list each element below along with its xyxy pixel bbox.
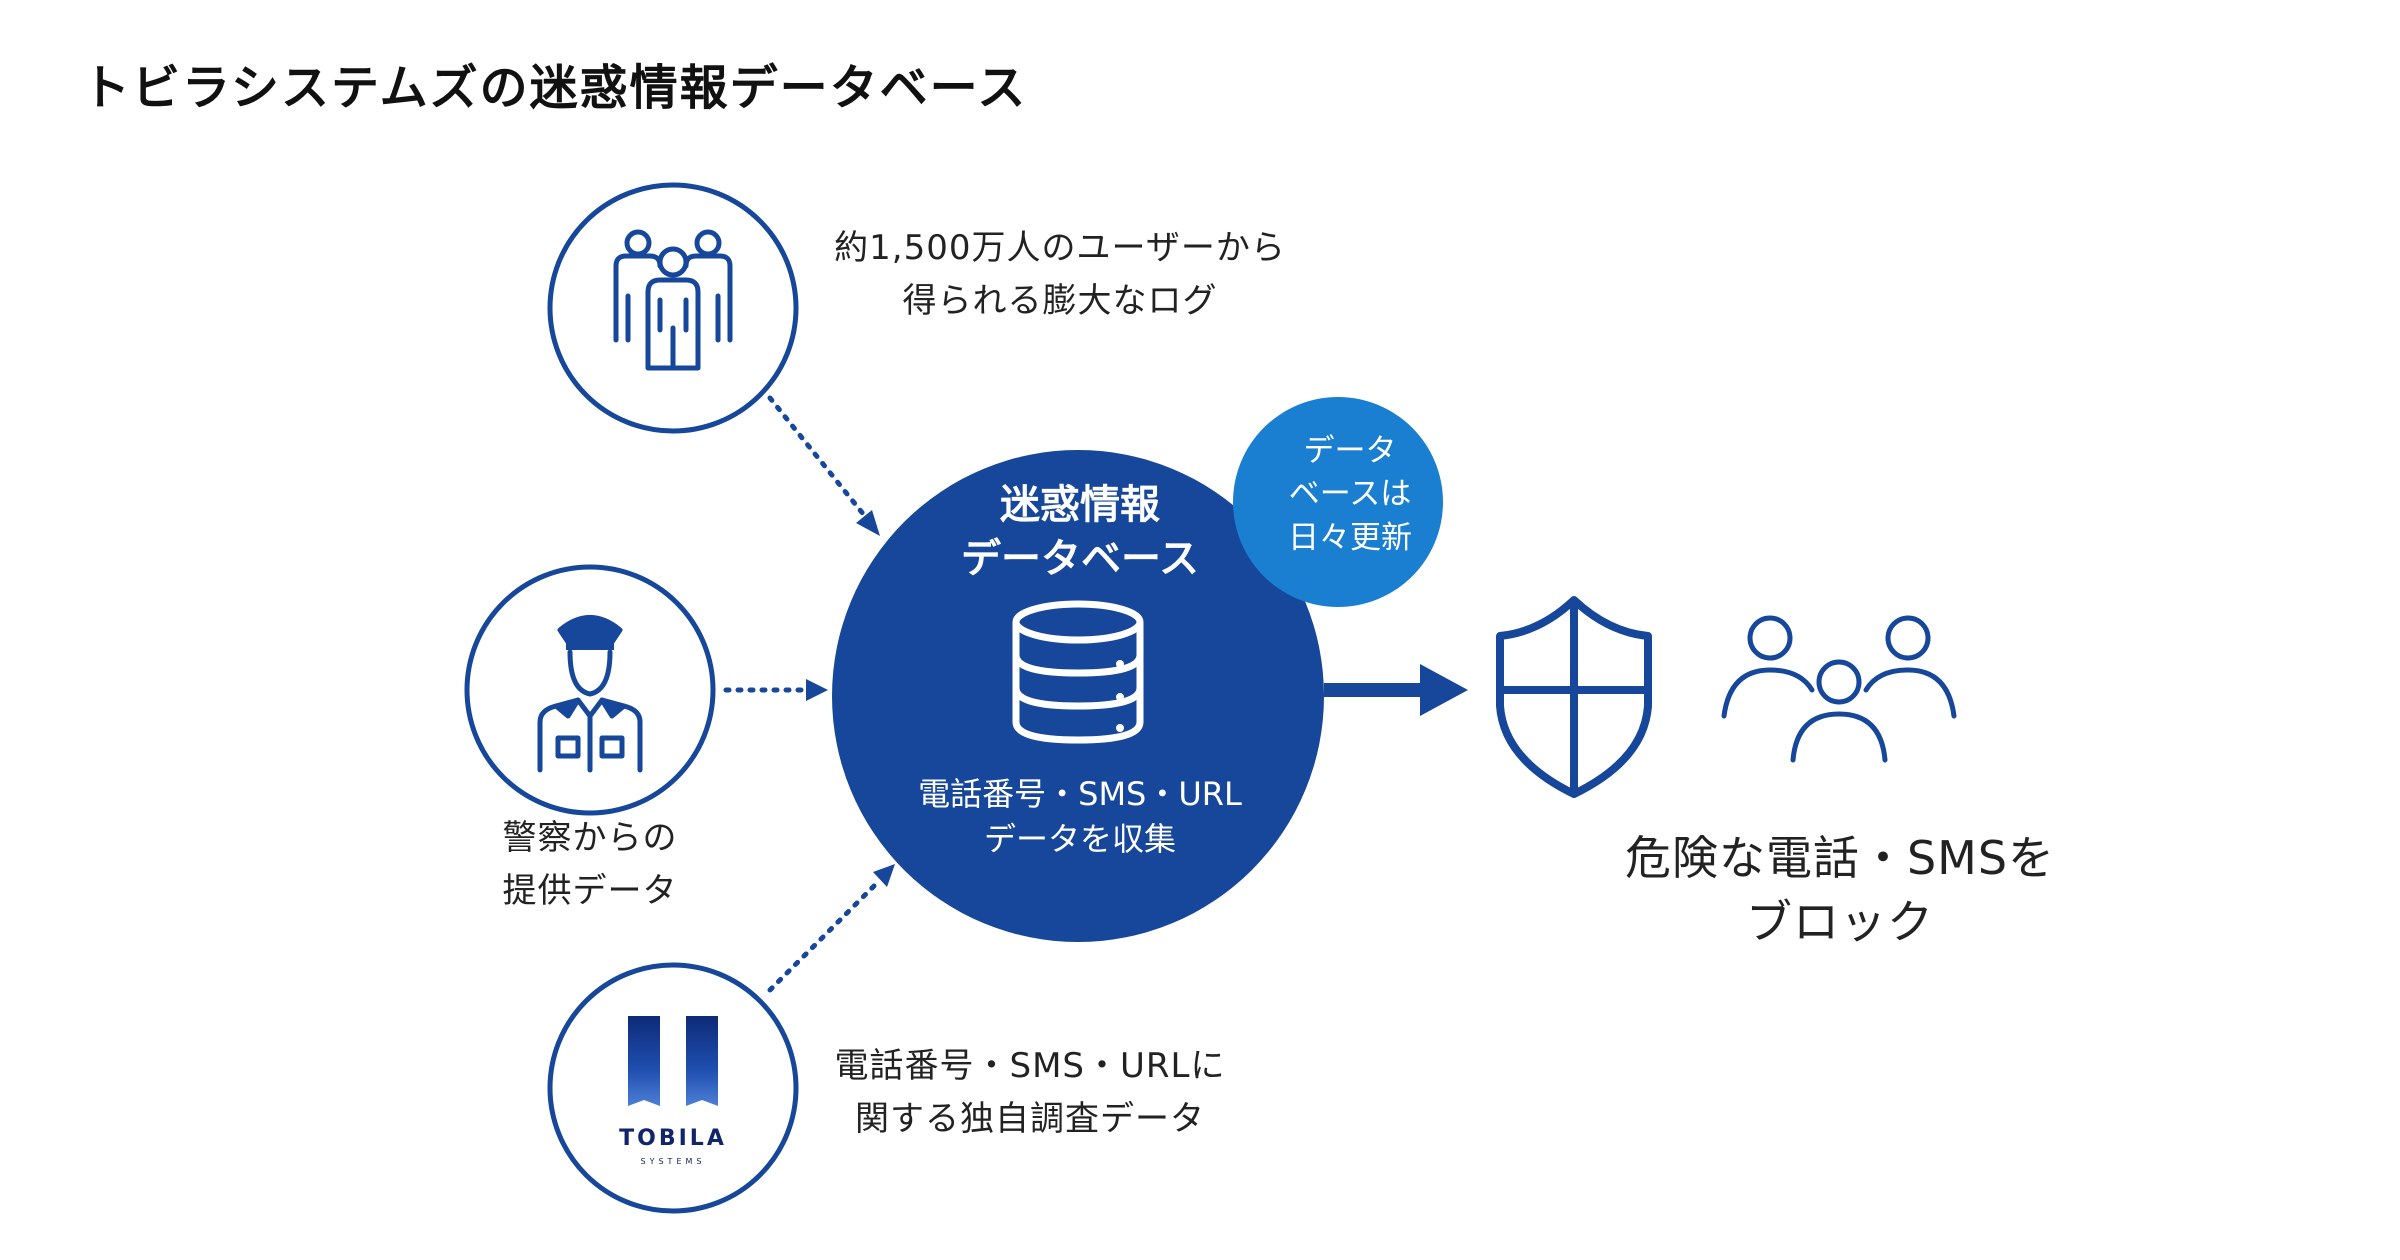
database-subtitle: 電話番号・SMS・URL データを収集 [860,772,1300,862]
source-circle-police [464,564,716,816]
source-label-users-line-2: 得られる膨大なログ [902,280,1218,321]
shield-icon [1496,596,1652,798]
update-badge [1233,397,1443,607]
database-title-line-1: 迷惑情報 [1000,482,1160,528]
source-circle-tobila: TOBILA SYSTEMS [547,962,799,1214]
source-circle-users [547,182,799,434]
connector-users-to-db [767,395,880,536]
database-circle [832,450,1324,942]
database-subtitle-line-2: データを収集 [983,819,1176,858]
update-badge-line-2: ベースは [1288,476,1412,513]
user-group-icon [613,229,733,371]
result-label-line-2: ブロック [1746,895,1934,950]
update-badge-line-3: 日々更新 [1288,519,1412,556]
arrow-to-result [1324,664,1468,716]
source-label-tobila-line-2: 関する独自調査データ [855,1098,1205,1139]
source-label-tobila-line-1: 電話番号・SMS・URLに [834,1046,1226,1086]
source-label-police: 警察からの 提供データ [440,812,740,917]
update-badge-text: データ ベースは 日々更新 [1240,430,1460,560]
connector-police-to-db [723,679,828,701]
tobila-logo-text: TOBILA [619,1126,727,1151]
result-label-line-1: 危険な電話・SMSを [1624,831,2056,885]
update-badge-line-1: データ [1303,433,1397,469]
database-title: 迷惑情報 データベース [880,478,1280,586]
result-label: 危険な電話・SMSを ブロック [1560,826,2120,955]
database-subtitle-line-1: 電話番号・SMS・URL [918,775,1242,813]
source-label-users-line-1: 約1,500万人のユーザーから [834,228,1286,268]
tobila-logo-subtext: SYSTEMS [641,1157,706,1166]
police-officer-icon [537,615,643,773]
source-label-tobila: 電話番号・SMS・URLに 関する独自調査データ [800,1040,1260,1145]
source-label-users: 約1,500万人のユーザーから 得られる膨大なログ [820,222,1300,327]
database-title-line-2: データベース [961,536,1199,582]
source-label-police-line-1: 警察からの [502,818,678,858]
page-title: トビラシステムズの迷惑情報データベース [82,60,1028,116]
source-label-police-line-2: 提供データ [502,870,678,911]
tobila-logo: TOBILA SYSTEMS [619,1016,727,1166]
people-icon [1721,615,1957,763]
database-icon [1012,600,1144,744]
connector-tobila-to-db [767,864,895,993]
